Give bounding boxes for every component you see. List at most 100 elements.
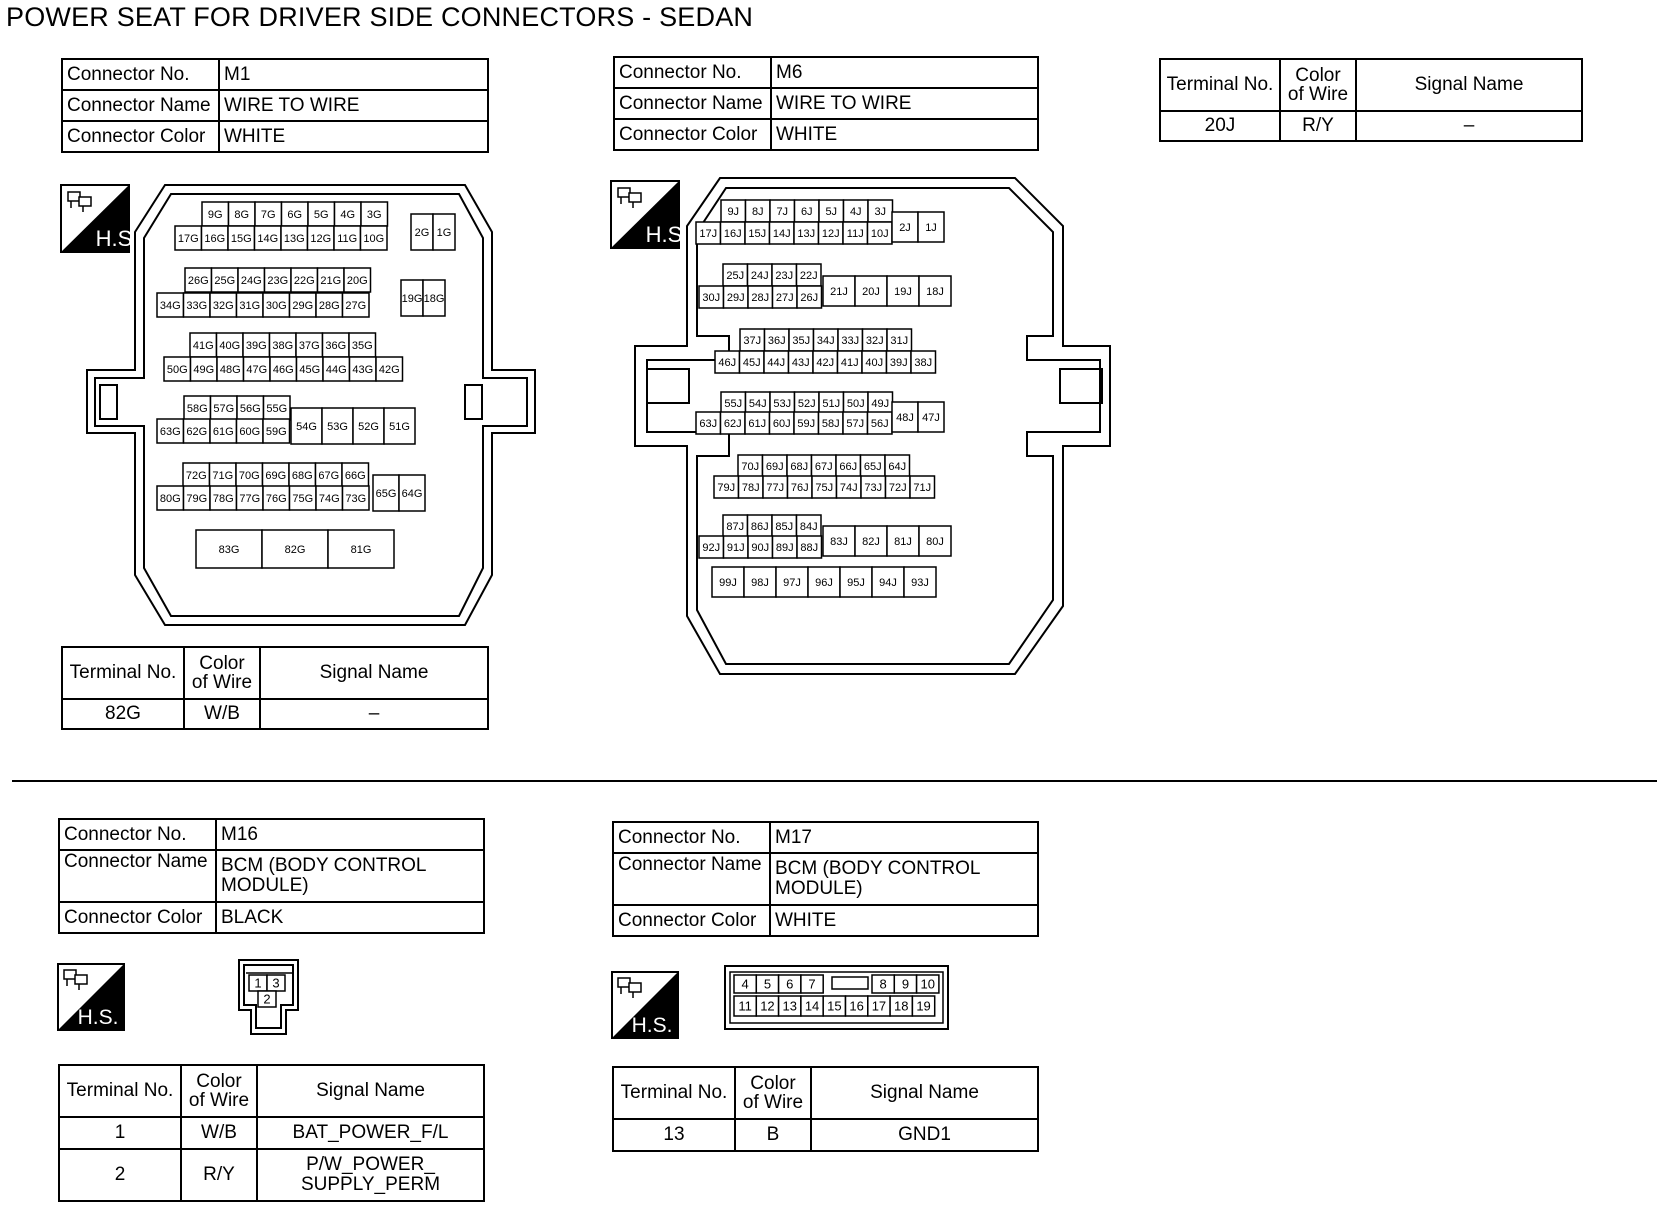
pin-cell: [321, 407, 354, 445]
pin-label: 69G: [265, 470, 286, 482]
m17-connector-color: WHITE: [769, 904, 1039, 937]
color-of-wire-header: Color of Wire: [1279, 58, 1357, 112]
pin-label: 49J: [871, 398, 889, 410]
terminal-no-header: Terminal No.: [612, 1066, 736, 1120]
pin-cell: [288, 485, 317, 511]
pin-cell: [156, 485, 185, 511]
pin-label: 29G: [292, 300, 313, 312]
pin-label: 20G: [347, 275, 368, 287]
pin-label: 8J: [752, 206, 764, 218]
pin-label: 15J: [748, 228, 766, 240]
pin-label: 69J: [766, 461, 784, 473]
page-title: POWER SEAT FOR DRIVER SIDE CONNECTORS - …: [6, 2, 754, 32]
pin-label: 42J: [816, 357, 834, 369]
pin-label: 1G: [437, 227, 452, 239]
m17-key-slot: [831, 976, 869, 990]
pin-label: 64G: [402, 488, 423, 500]
pin-cell: [315, 485, 344, 511]
m1-connector-color: WHITE: [218, 120, 489, 153]
pin-cell: [359, 225, 388, 251]
pin-label: 71J: [913, 482, 931, 494]
color-of-wire-header: Color of Wire: [734, 1066, 812, 1120]
pin-label: 54J: [749, 398, 767, 410]
pin-label: 79G: [186, 493, 207, 505]
pin-label: 78J: [742, 482, 760, 494]
pin-label: 30J: [702, 292, 720, 304]
pin-label: 65G: [376, 488, 397, 500]
pin-label: 96J: [815, 577, 833, 589]
pin-cell: [195, 529, 263, 569]
pin-cell: [327, 529, 395, 569]
pin-label: 18G: [424, 293, 445, 305]
section-divider: [12, 780, 1657, 782]
pin-label: 75J: [815, 482, 833, 494]
connector-color-label: Connector Color: [613, 118, 772, 151]
signal-name: –: [1355, 110, 1583, 142]
pin-label: 66G: [345, 470, 366, 482]
pin-label: 82G: [285, 544, 306, 556]
pin-cell: [854, 275, 888, 307]
pin-label: 19: [916, 999, 930, 1014]
pin-label: 79J: [717, 482, 735, 494]
pin-cell: [235, 292, 264, 318]
pin-label: 73G: [345, 493, 366, 505]
pin-label: 44J: [767, 357, 785, 369]
pin-label: 35J: [792, 335, 810, 347]
wire-color: B: [734, 1118, 812, 1152]
pin-cell: [306, 225, 335, 251]
pin-label: 9G: [208, 209, 223, 221]
pin-label: 25J: [726, 270, 744, 282]
pin-label: 11J: [847, 228, 864, 240]
terminal-no: 82G: [61, 698, 185, 730]
harness-icon: [617, 977, 642, 998]
pin-cell: [775, 566, 809, 598]
pin-label: 16G: [204, 233, 225, 245]
pin-label: 76J: [791, 482, 809, 494]
pin-label: 47J: [922, 412, 940, 424]
pin-label: 80J: [926, 536, 944, 548]
pin-label: 52G: [358, 421, 379, 433]
pin-cell: [800, 974, 824, 994]
pin-cell: [839, 566, 873, 598]
pin-cell: [341, 462, 370, 488]
m6-connector-name: WIRE TO WIRE: [770, 87, 1039, 120]
pin-label: 48J: [896, 412, 914, 424]
pin-label: 7G: [261, 209, 276, 221]
pin-label: 74G: [319, 493, 340, 505]
pin-label: 68J: [790, 461, 808, 473]
pin-label: 83G: [219, 544, 240, 556]
pin-label: 33J: [841, 335, 859, 347]
pin-label: 37J: [743, 335, 761, 347]
pin-label: 16J: [724, 228, 742, 240]
pin-label: 3: [272, 976, 279, 991]
pin-label: 56G: [240, 403, 261, 415]
pin-cell: [911, 995, 936, 1017]
pin-cell: [918, 525, 952, 557]
m16-terminal-table: Terminal No. Color of Wire Signal Name 1…: [58, 1064, 485, 1202]
pin-label: 81J: [894, 536, 912, 548]
pin-label: 24J: [751, 270, 769, 282]
connector-name-label: Connector Name: [61, 89, 220, 122]
pin-label: 21J: [830, 286, 848, 298]
pin-label: 78G: [213, 493, 234, 505]
pin-label: 64J: [888, 461, 906, 473]
m6-connector-no: M6: [770, 56, 1039, 89]
pin-cell: [886, 275, 920, 307]
connector-color-label: Connector Color: [612, 904, 771, 937]
pin-label: 44G: [326, 364, 347, 376]
pin-label: 54G: [296, 421, 317, 433]
wire-color: R/Y: [1279, 110, 1357, 142]
signal-name: BAT_POWER_F/L: [256, 1116, 485, 1150]
pin-label: 51G: [389, 421, 410, 433]
pin-label: 53G: [327, 421, 348, 433]
pin-cell: [288, 462, 317, 488]
pin-cell: [268, 332, 297, 358]
pin-cell: [909, 475, 936, 499]
pin-cell: [209, 485, 238, 511]
pin-label: 36J: [768, 335, 786, 347]
pin-cell: [261, 529, 329, 569]
pin-label: 66J: [839, 461, 857, 473]
pin-cell: [383, 407, 416, 445]
